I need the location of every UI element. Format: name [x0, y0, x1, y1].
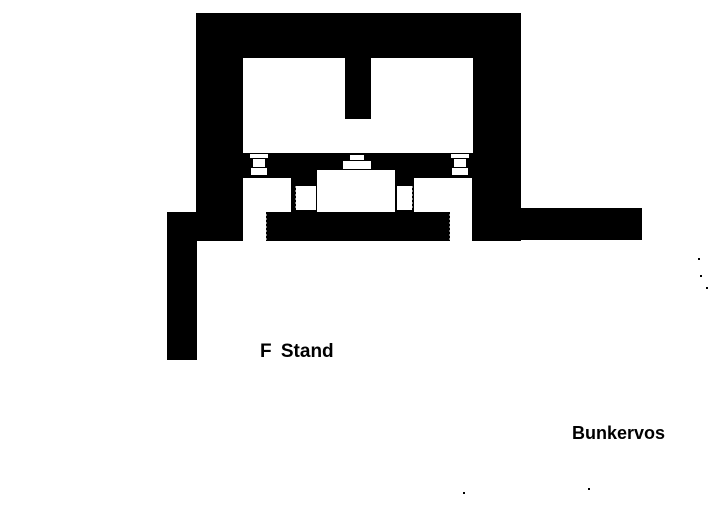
- base-slab: [266, 212, 450, 241]
- central-opening: [317, 170, 395, 212]
- central-gun-mount-icon: [343, 155, 371, 169]
- left-gun-mount-icon: [250, 154, 268, 175]
- right-wing-wall: [518, 208, 642, 240]
- scan-specks: [463, 258, 708, 494]
- right-connector: [397, 186, 412, 210]
- left-wing-wall: [167, 212, 197, 360]
- signature-label: Bunkervos: [572, 423, 666, 443]
- central-pier: [345, 58, 371, 119]
- right-gun-mount-icon: [451, 154, 469, 175]
- left-connector: [296, 186, 316, 210]
- stand-label: F Stand: [260, 341, 334, 362]
